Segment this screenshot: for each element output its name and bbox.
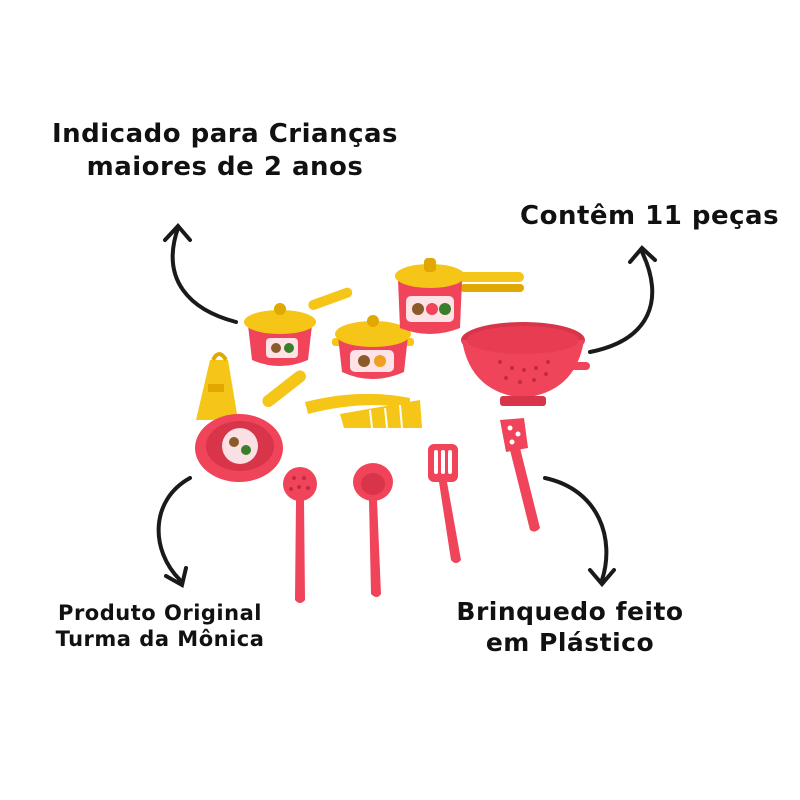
spatula-toy: [428, 444, 461, 563]
ladle-toy: [353, 463, 393, 597]
arrow-top-right: [588, 245, 657, 354]
brand-callout-line2: Turma da Mônica: [55, 627, 265, 652]
arrow-bottom-left: [156, 476, 192, 589]
brand-callout: Produto Original Turma da Mônica: [40, 600, 280, 653]
material-callout-line1: Brinquedo feito: [456, 597, 684, 626]
age-callout-line1: Indicado para Crianças: [51, 119, 399, 149]
tongs-toy: [305, 393, 422, 429]
pieces-callout-text: Contêm 11 peças: [520, 201, 780, 231]
saucepan-toy: [244, 287, 353, 366]
age-callout-line2: maiores de 2 anos: [86, 151, 364, 182]
pieces-callout: Contêm 11 peças: [520, 200, 780, 233]
pasta-server-toy: [500, 418, 540, 532]
pressure-cooker-toy: [395, 258, 524, 334]
skimmer-toy: [283, 467, 317, 603]
colander-toy: [461, 322, 590, 406]
material-callout: Brinquedo feito em Plástico: [440, 596, 700, 659]
material-callout-line2: em Plástico: [485, 628, 655, 658]
brand-callout-line1: Produto Original: [58, 601, 262, 625]
frying-pan-toy: [195, 370, 306, 482]
age-callout: Indicado para Crianças maiores de 2 anos: [40, 118, 410, 183]
arrow-top-left: [163, 222, 238, 324]
pot-toy: [332, 315, 414, 379]
grater-toy: [196, 352, 238, 420]
arrow-bottom-right: [543, 476, 616, 588]
